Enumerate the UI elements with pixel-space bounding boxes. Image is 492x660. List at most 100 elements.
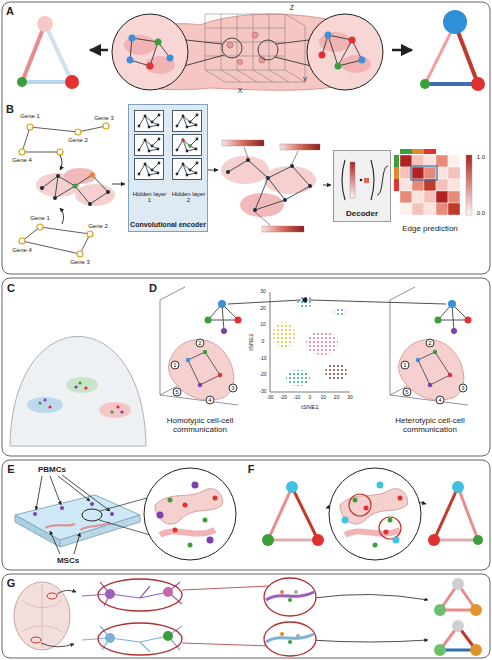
gene-network xyxy=(19,238,25,244)
zoom-circle xyxy=(130,38,170,66)
decoder-box: Decoder xyxy=(333,150,391,222)
zoom-circle xyxy=(173,496,218,533)
edge-heatmap xyxy=(424,167,436,179)
flow-arrow xyxy=(36,476,42,510)
tissue-graph xyxy=(73,184,77,188)
brain-section xyxy=(47,593,57,599)
flow-arrow xyxy=(314,594,428,600)
flow-arrow xyxy=(41,643,74,647)
edge-heatmap xyxy=(400,167,412,179)
flow-arrow xyxy=(58,476,90,501)
decoder-body xyxy=(342,160,374,200)
brain-section xyxy=(31,637,41,643)
node-label: Decoder xyxy=(335,210,389,219)
zoom-circle xyxy=(296,634,300,638)
network-triangle xyxy=(428,534,440,546)
zoom-leader xyxy=(184,38,311,66)
network-triangle xyxy=(268,487,292,540)
cube-plot xyxy=(203,350,207,354)
zoom-circle xyxy=(342,517,349,524)
tissue-cells xyxy=(227,42,233,48)
zoom-circle xyxy=(359,57,366,64)
culture-slab xyxy=(15,495,140,547)
axis-tick: 0 xyxy=(262,339,265,345)
panel-letter: D xyxy=(149,282,157,294)
culture-dome xyxy=(27,397,63,413)
zoom-circle xyxy=(345,530,400,535)
embedding-graph xyxy=(264,166,316,194)
hidden-layer-stack xyxy=(173,159,202,180)
zoom-circle xyxy=(112,14,383,90)
gene-network xyxy=(77,251,83,257)
culture-dome xyxy=(10,337,146,447)
text-label: 1.0 xyxy=(477,154,485,161)
network-triangle xyxy=(470,604,482,616)
edge-heatmap xyxy=(394,155,399,167)
edge-heatmap xyxy=(448,191,460,203)
encoder-fill xyxy=(128,104,208,232)
neuron-pair xyxy=(82,579,182,655)
zoom-circle xyxy=(342,482,400,544)
panel-letter: G xyxy=(7,577,16,589)
panel-letter: E xyxy=(7,463,14,475)
zoom-circle xyxy=(349,37,356,44)
gene-network xyxy=(75,129,81,135)
network-triangle xyxy=(268,539,318,542)
flow-arrow xyxy=(50,476,61,505)
network-triangle xyxy=(471,77,485,91)
cube-plot xyxy=(205,317,212,324)
callout-number: 2 xyxy=(196,339,205,348)
panel-letter: C xyxy=(7,282,15,294)
zoom-circle xyxy=(144,468,236,560)
text-label: 0.0 xyxy=(477,210,485,217)
zoom-circle xyxy=(384,530,389,535)
embedding-graph xyxy=(280,144,320,150)
encoder-box: Convolutional encoderHidden layer 1Hidde… xyxy=(128,104,208,232)
text-label: Gene 3 xyxy=(94,115,114,122)
tsne-scatter xyxy=(286,370,310,386)
cube-plot xyxy=(221,328,227,334)
zoom-circle xyxy=(157,512,164,519)
tissue-graph xyxy=(106,190,110,194)
zoom-leader xyxy=(100,498,147,511)
zoom-leader xyxy=(99,520,150,535)
zoom-circle xyxy=(393,537,400,544)
network-triangle xyxy=(428,481,483,546)
neuron-pair xyxy=(163,631,173,641)
zoom-circle xyxy=(379,517,401,539)
zoom-leader xyxy=(184,55,224,66)
panel-frame xyxy=(2,278,490,456)
flow-arrow xyxy=(60,155,62,170)
zoom-circle xyxy=(353,498,393,548)
tissue-graph xyxy=(36,168,115,206)
text-label: Z xyxy=(290,4,294,12)
zoom-circle xyxy=(155,489,223,524)
edge-heatmap xyxy=(400,203,412,215)
hidden-layer-stack xyxy=(135,111,202,180)
zoom-circle xyxy=(377,482,384,489)
decoder-body xyxy=(333,150,391,222)
cube-plot xyxy=(160,287,238,405)
network-triangle xyxy=(17,77,27,87)
zoom-circle xyxy=(388,518,393,523)
callout-number: 5 xyxy=(403,388,412,397)
axis-tick: 0 xyxy=(309,395,312,401)
callout-number: 3 xyxy=(459,384,468,393)
axis-tick: -10 xyxy=(259,356,266,362)
edge-heatmap xyxy=(448,155,460,167)
edge-heatmap xyxy=(436,191,448,203)
axis-tick: 30 xyxy=(260,289,266,295)
edge-heatmap xyxy=(411,166,437,180)
callout-number: 4 xyxy=(436,396,445,405)
neuron-pair xyxy=(98,579,182,611)
network-triangle xyxy=(473,535,483,545)
culture-dome xyxy=(116,405,119,408)
culture-dome xyxy=(43,398,46,401)
culture-dome xyxy=(38,381,113,413)
zoom-circle xyxy=(112,14,188,90)
network-triangle xyxy=(434,539,478,542)
tsne-scatter xyxy=(306,331,338,355)
node-label: Hidden layer 2 xyxy=(171,191,206,204)
edge-heatmap xyxy=(400,149,412,154)
